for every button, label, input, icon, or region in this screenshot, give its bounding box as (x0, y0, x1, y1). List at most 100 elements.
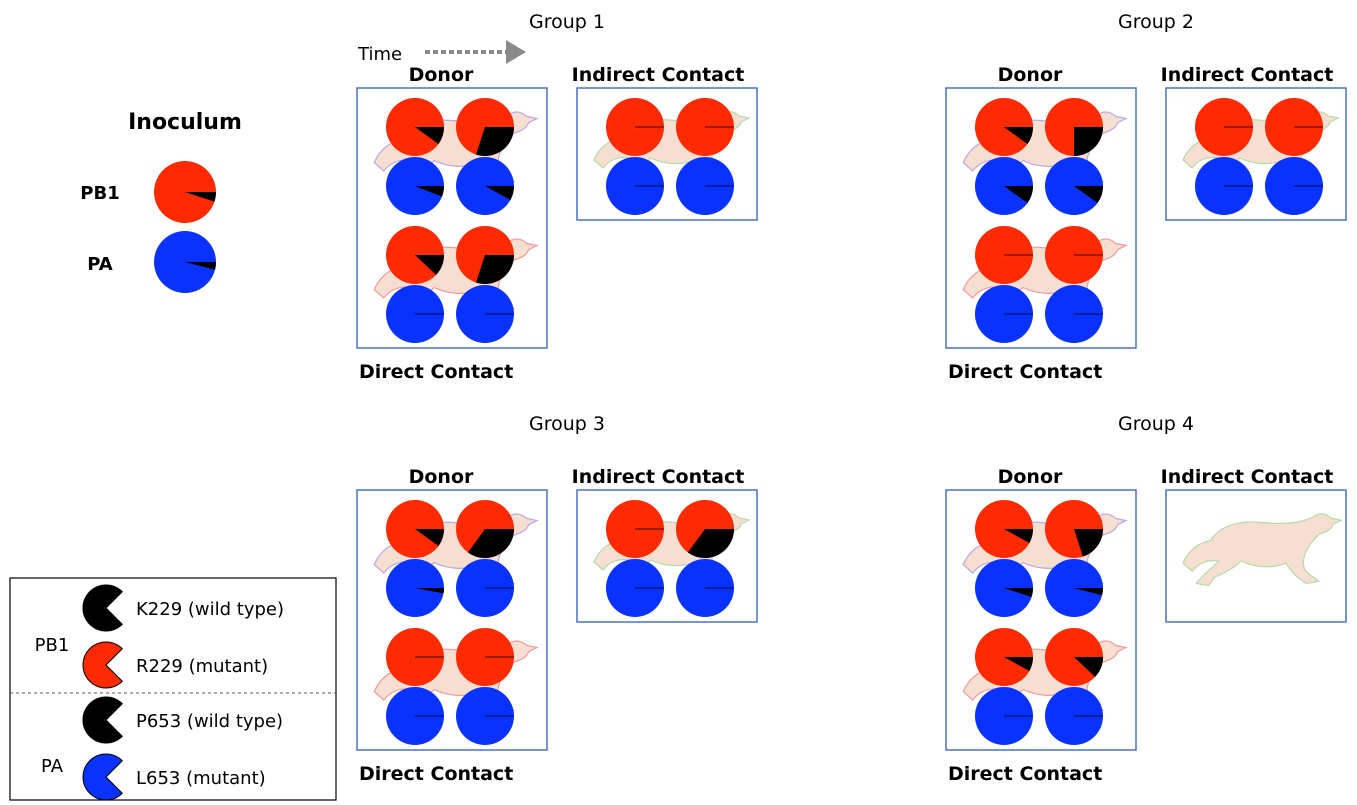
direct-contact-pb1-early-pie (386, 226, 444, 284)
indirect-contact-pa-late-pie (676, 157, 734, 215)
indirect-box (576, 87, 758, 221)
indirect-contact-pa-late-pie (676, 559, 734, 617)
direct-contact-pa-late-pie (456, 687, 514, 745)
inoculum-pa-pie (154, 231, 216, 293)
donor-pa-early-pie (386, 559, 444, 617)
donor-direct-box (356, 489, 548, 751)
donor-pa-late-pie-wildtype-share (485, 186, 514, 200)
inoculum-pa-pie-wildtype-share (185, 262, 216, 270)
indirect-contact-pa-early-pie (1195, 157, 1253, 215)
donor-pb1-early-pie-wildtype-share (415, 529, 444, 547)
direct-contact-label: Direct Contact (948, 763, 1102, 785)
indirect-contact-pa-late-pie (1265, 157, 1323, 215)
indirect-contact-label: Indirect Contact (572, 466, 745, 488)
legend-item: K229 (wild type) (82, 584, 284, 632)
direct-contact-pa-early-pie (386, 285, 444, 343)
donor-pb1-late-pie-wildtype-share (476, 127, 514, 157)
donor-pa-early-pie-wildtype-share (415, 186, 444, 197)
donor-pa-late-pie (1045, 559, 1103, 617)
donor-pb1-late-pie (456, 98, 514, 157)
indirect-contact (606, 98, 734, 215)
indirect-contact-pb1-early-pie (606, 98, 664, 156)
donor-pa-early-pie (386, 157, 444, 215)
indirect-contact-pb1-late-pie (676, 98, 734, 156)
legend-pb1-label: PB1 (35, 635, 70, 656)
donor-pa-late-pie-wildtype-share (1074, 588, 1103, 596)
donor-pa-early-pie-wildtype-share (1004, 186, 1033, 204)
donor-label: Donor (998, 466, 1063, 488)
donor-pb1-early-pie (386, 500, 444, 558)
legend-pacman-icon (82, 753, 123, 801)
direct-contact-pb1-late-pie (1045, 226, 1103, 284)
inoculum-pa-label: PA (87, 254, 113, 275)
donor (386, 98, 514, 215)
indirect-box (1165, 489, 1347, 623)
indirect-contact-label: Indirect Contact (572, 64, 745, 86)
indirect-contact-pa-early-pie (606, 157, 664, 215)
direct-contact-pb1-early-pie-wildtype-share (1004, 657, 1033, 671)
time-label: Time (357, 44, 402, 65)
indirect-box (576, 489, 758, 623)
indirect-contact (1195, 98, 1323, 215)
direct-contact (975, 226, 1103, 343)
legend-pa-label: PA (41, 756, 64, 777)
legend-item-label: L653 (mutant) (136, 768, 266, 789)
direct-contact-pa-early-pie (975, 687, 1033, 745)
direct-contact-pb1-early-pie (386, 628, 444, 686)
group-title: Group 3 (529, 413, 605, 435)
donor-pa-early-pie (975, 559, 1033, 617)
legend-pacman-icon (82, 641, 123, 689)
direct-contact-pb1-late-pie-wildtype-share (1074, 657, 1103, 677)
direct-contact-pa-late-pie (456, 285, 514, 343)
donor-pb1-early-pie-wildtype-share (1004, 127, 1033, 145)
direct-contact-pa-late-pie (1045, 285, 1103, 343)
donor-label: Donor (409, 466, 474, 488)
donor-label: Donor (998, 64, 1063, 86)
group-title: Group 1 (529, 11, 605, 33)
legend-item-label: P653 (wild type) (136, 711, 283, 732)
donor-pb1-early-pie (975, 500, 1033, 558)
time-arrow: Time (357, 40, 526, 65)
direct-contact-pa-early-pie (975, 285, 1033, 343)
donor-pa-early-pie-wildtype-share (415, 588, 444, 594)
direct-contact (386, 226, 514, 343)
indirect-contact-pb1-late-pie (1265, 98, 1323, 156)
legend-item: L653 (mutant) (82, 753, 266, 801)
donor-direct-box (945, 489, 1137, 751)
donor-pb1-late-pie (1045, 98, 1103, 156)
direct-contact (386, 628, 514, 745)
donor-pa-early-pie-wildtype-share (1004, 588, 1033, 597)
indirect-contact-pa-early-pie (606, 559, 664, 617)
indirect-contact-pb1-early-pie (606, 500, 664, 558)
direct-contact-label: Direct Contact (948, 361, 1102, 383)
legend-item-label: K229 (wild type) (136, 599, 284, 620)
donor-direct-box (945, 87, 1137, 349)
inoculum-pb1-pie (154, 161, 216, 223)
donor-pb1-late-pie-wildtype-share (467, 529, 514, 558)
indirect-contact-pb1-late-pie-wildtype-share (687, 529, 734, 558)
direct-contact-pb1-late-pie (1045, 628, 1103, 686)
direct-contact-pa-early-pie (386, 687, 444, 745)
legend-pacman-icon (82, 696, 123, 744)
direct-contact-label: Direct Contact (359, 763, 513, 785)
group-title: Group 2 (1118, 11, 1194, 33)
indirect-contact-label: Indirect Contact (1161, 64, 1334, 86)
legend-pacman-icon (82, 584, 123, 632)
legend: PB1 PA K229 (wild type)R229 (mutant)P653… (9, 577, 337, 801)
indirect-contact-pb1-late-pie (676, 500, 734, 558)
inoculum-pb1-pie-wildtype-share (185, 192, 216, 202)
indirect-contact (606, 500, 734, 617)
time-arrow-head (506, 40, 526, 64)
donor-pb1-late-pie (456, 500, 514, 558)
indirect-box (1165, 87, 1347, 221)
donor-pa-late-pie (1045, 157, 1103, 215)
direct-contact-pb1-late-pie (456, 628, 514, 686)
donor-pb1-late-pie-wildtype-share (1074, 529, 1103, 557)
direct-contact-pb1-late-pie-wildtype-share (476, 255, 514, 284)
